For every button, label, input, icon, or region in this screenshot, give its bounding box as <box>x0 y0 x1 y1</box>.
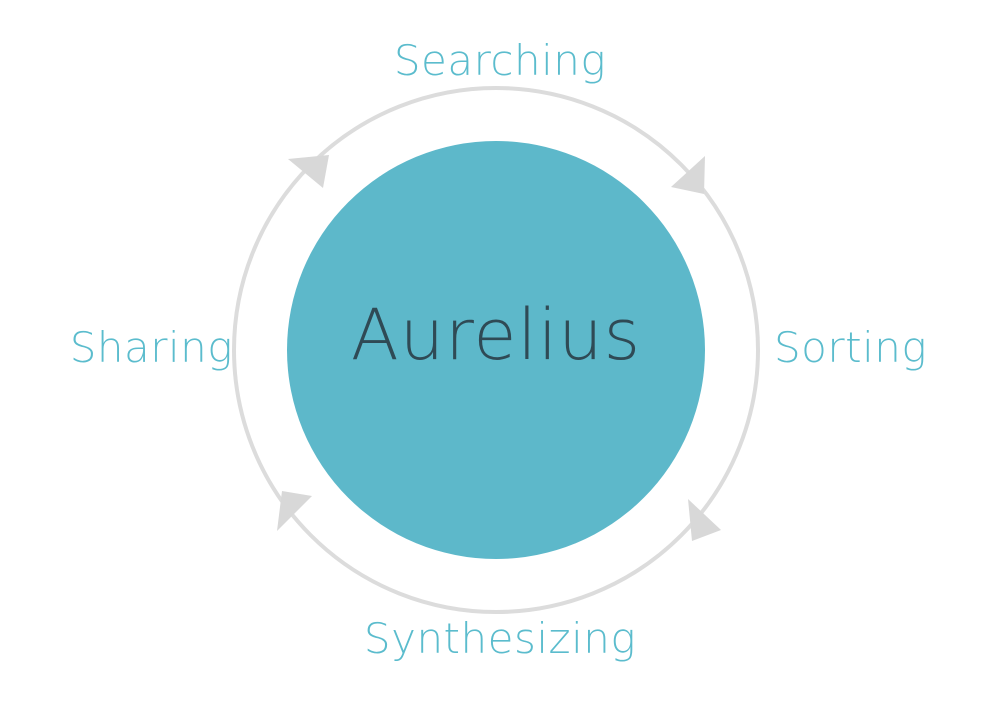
arrow-bottom-right-icon <box>688 499 721 541</box>
center-hub-circle <box>287 141 705 559</box>
step-label-sharing: Sharing <box>69 323 233 372</box>
center-label: Aurelius <box>350 294 642 376</box>
arrow-bottom-left-icon <box>277 491 312 531</box>
step-label-sorting: Sorting <box>774 323 928 372</box>
step-label-synthesizing: Synthesizing <box>363 614 637 663</box>
arrow-top-left-icon <box>288 155 329 188</box>
step-label-searching: Searching <box>393 36 607 85</box>
cycle-ring <box>232 86 760 614</box>
arrow-top-right-icon <box>671 156 705 194</box>
